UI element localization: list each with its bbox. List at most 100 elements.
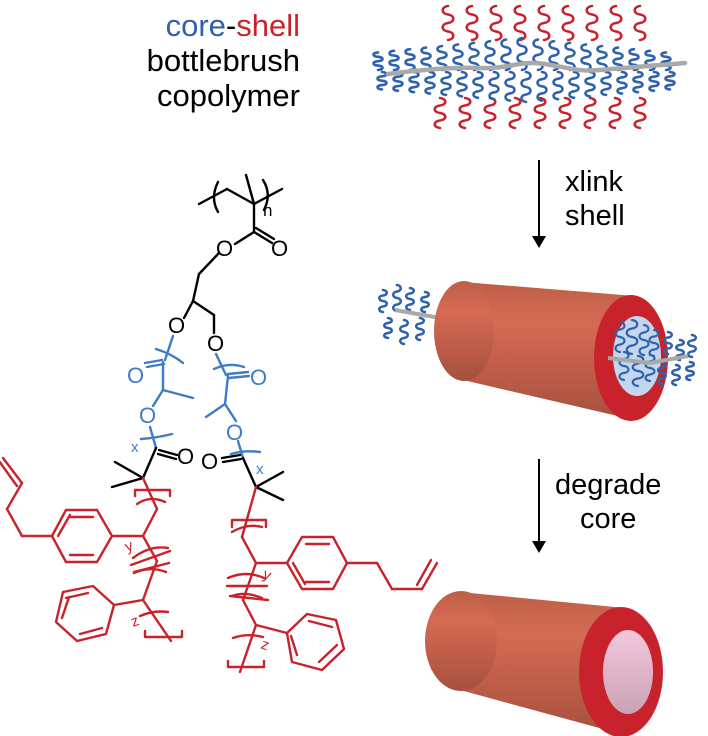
title-core-word: core xyxy=(165,8,226,43)
polymer-chain xyxy=(662,330,674,356)
polymer-chain xyxy=(632,70,644,94)
polymer-chain xyxy=(452,43,464,72)
hollow-nanotube xyxy=(425,591,663,736)
polystyrene-block-left xyxy=(0,456,184,643)
polymer-chain xyxy=(436,44,448,72)
step-degrade-line1: degrade xyxy=(555,469,662,501)
title-dash: - xyxy=(225,8,237,43)
arrow-degrade-core xyxy=(532,459,546,553)
shell-chains-top xyxy=(441,4,647,42)
core-chains-left-end xyxy=(377,283,431,346)
tube-hollow xyxy=(603,630,653,714)
polymer-chain xyxy=(419,290,431,314)
polymer-chain xyxy=(533,96,547,130)
polymer-chain xyxy=(686,333,698,359)
polymer-chain xyxy=(440,70,452,97)
polymer-chain xyxy=(596,44,608,72)
backbone-right-end xyxy=(607,354,689,366)
polymer-chain xyxy=(377,288,389,314)
polymer-chain xyxy=(372,51,384,72)
arrow-xlink-shell xyxy=(532,160,546,248)
subscript-x-right: x xyxy=(256,461,264,478)
polystyrene-block-right xyxy=(225,485,439,674)
polymer-chain xyxy=(468,41,480,72)
polymer-chain xyxy=(670,363,682,387)
polymer-chain xyxy=(513,4,527,42)
title-line-core-shell: core-shell xyxy=(147,8,300,43)
title-shell-word: shell xyxy=(236,8,300,43)
subscript-x-left: x xyxy=(131,439,139,456)
polymer-chain xyxy=(382,316,394,340)
polymer-chain xyxy=(441,4,455,42)
polymer-chain xyxy=(472,70,484,100)
chemical-structure: n O O O O O O O xyxy=(0,173,439,674)
atom-o-ester: O xyxy=(216,236,233,261)
polymer-chain xyxy=(614,320,626,354)
step-xlink-line2: shell xyxy=(565,200,625,232)
title-line-copolymer: copolymer xyxy=(157,78,300,113)
atom-o-right: O xyxy=(207,331,224,356)
backbone xyxy=(385,60,688,77)
polymer-chain xyxy=(618,350,630,382)
backbone-left-end xyxy=(394,308,441,320)
polymer-chain xyxy=(561,4,575,42)
shell-chains-bottom xyxy=(433,96,647,130)
atom-o-initiator-left: O xyxy=(177,444,194,469)
atom-o-lactide-carbonyl-left: O xyxy=(127,363,144,388)
polymer-chain xyxy=(398,318,410,346)
polymer-chain xyxy=(583,96,597,130)
polymer-chain xyxy=(648,70,660,93)
polylactide-arms xyxy=(139,334,262,460)
subscript-n: n xyxy=(263,201,272,220)
polymer-chain xyxy=(392,70,404,93)
cylinder-body xyxy=(446,282,635,420)
methacrylate-backbone xyxy=(182,173,284,335)
polymer-chain xyxy=(648,328,660,358)
polymer-chain xyxy=(633,4,647,42)
polymer-chain xyxy=(580,43,592,72)
polymer-chain xyxy=(609,4,623,42)
polymer-chain xyxy=(536,70,548,102)
polymer-chain xyxy=(483,96,497,130)
bottlebrush-title: core-shell bottlebrush copolymer xyxy=(147,8,300,113)
atom-o-initiator-right: O xyxy=(201,449,218,474)
polymer-chain xyxy=(489,4,503,42)
subscript-y-right: y xyxy=(261,566,274,585)
polymer-chain xyxy=(584,70,596,98)
polymer-chain xyxy=(424,70,436,95)
polymer-chain xyxy=(465,4,479,42)
polymer-chain xyxy=(376,70,388,91)
polymer-chain xyxy=(458,96,472,130)
polymer-chain xyxy=(616,70,628,95)
title-line-bottlebrush: bottlebrush xyxy=(146,43,300,78)
core-chains-top xyxy=(372,36,672,72)
step-label-degrade-core: degrade core xyxy=(555,468,661,536)
polymer-chain xyxy=(558,96,572,130)
polymer-chain xyxy=(414,316,426,342)
cylinder-back-cap xyxy=(434,281,494,381)
step-xlink-line1: xlink xyxy=(565,166,624,198)
polymer-chain xyxy=(456,70,468,98)
atom-o-carbonyl: O xyxy=(271,236,288,261)
polymer-chain xyxy=(484,39,496,72)
polymer-chain xyxy=(685,360,695,382)
polymer-chain xyxy=(537,4,551,42)
step-label-xlink-shell: xlink shell xyxy=(565,165,625,233)
core-chains-bottom xyxy=(376,70,676,104)
polymer-chain xyxy=(420,46,432,72)
initiator-fragments xyxy=(110,446,285,502)
polymer-chain xyxy=(564,41,576,72)
core-tangle xyxy=(614,318,660,388)
polymer-chain xyxy=(408,70,420,94)
atom-o-lactide-carbonyl-right: O xyxy=(250,365,267,390)
polymer-chain xyxy=(520,70,532,104)
polymer-chain xyxy=(638,323,650,357)
polymer-chain xyxy=(504,70,516,102)
bottlebrush-cartoon xyxy=(372,4,688,130)
polymer-chain xyxy=(660,51,672,72)
polymer-chain xyxy=(433,96,447,130)
polymer-chain xyxy=(391,283,403,313)
atom-o-left: O xyxy=(168,313,185,338)
crosslinked-cylinder xyxy=(377,281,698,421)
